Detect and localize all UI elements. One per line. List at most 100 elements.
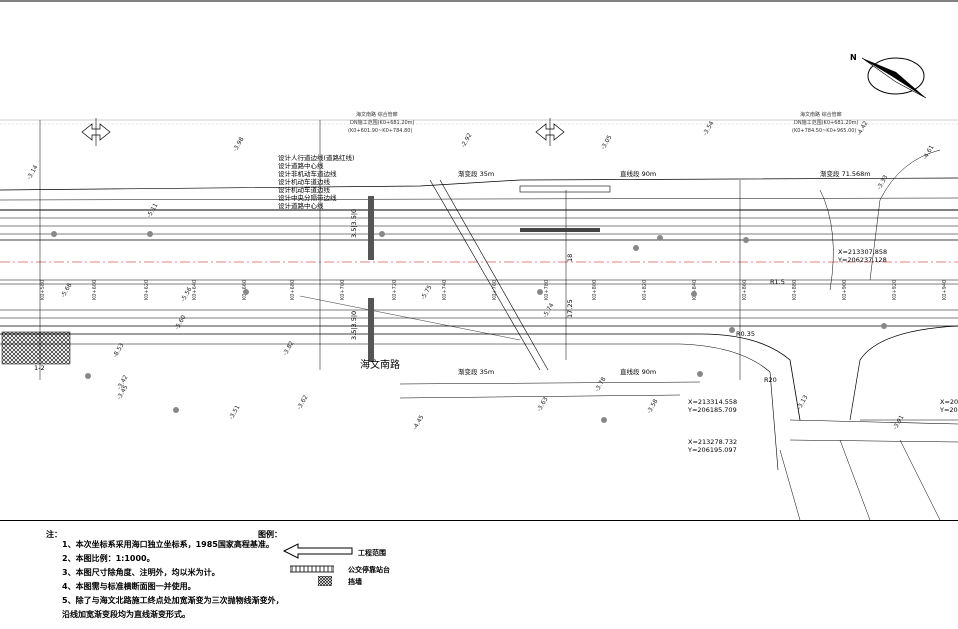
notes-title: 注： — [46, 530, 62, 539]
svg-text:R1.5: R1.5 — [770, 278, 785, 286]
elevation-label: -3.13 — [796, 394, 810, 411]
road-lines — [0, 149, 958, 520]
station-label: K0+920 — [892, 280, 898, 300]
tree-icon — [537, 289, 543, 295]
top-left-block: 海文南路 综合管廊 DN施工范围(K0+681.20m) (K0+601.90~… — [348, 111, 415, 134]
elevation-points: -3.14-3.42-5.11-5.60-3.98-2.92-3.05-3.54… — [26, 120, 936, 431]
tree-icon — [729, 327, 735, 333]
dimension-labels: 渐变段 35m 直线段 90m 渐变段 71.568m 渐变段 35m 直线段 … — [350, 169, 871, 384]
station-label: K0+840 — [692, 280, 698, 300]
svg-text:海文南路 综合管廊: 海文南路 综合管廊 — [800, 111, 842, 118]
elevation-label: -5.75 — [420, 284, 434, 301]
svg-text:X=213314.558: X=213314.558 — [688, 398, 737, 406]
tree-icon — [173, 407, 179, 413]
svg-text:Y=20: Y=20 — [939, 406, 958, 414]
elevation-label: -3.78 — [594, 376, 608, 393]
svg-text:直线段 90m: 直线段 90m — [620, 169, 656, 178]
elevation-label: -5.68 — [60, 282, 74, 299]
station-label: K0+820 — [642, 280, 648, 300]
section-mark: 1-2 — [34, 364, 45, 372]
elevation-label: -8.53 — [112, 342, 126, 359]
station-ticks — [39, 120, 741, 380]
elevation-label: -3.98 — [232, 136, 246, 153]
station-label: K0+620 — [144, 280, 150, 300]
tree-icon — [657, 235, 663, 241]
station-label: K0+580 — [40, 280, 46, 300]
elevation-label: -3.54 — [702, 120, 716, 137]
tree-icon — [881, 323, 887, 329]
station-label: K0+860 — [742, 280, 748, 300]
elevation-label: -4.61 — [922, 144, 936, 161]
north-label: N — [850, 53, 857, 62]
svg-text:(K0+784.50~K0+965.00): (K0+784.50~K0+965.00) — [792, 128, 856, 134]
legend-label-work-range: 工程范围 — [358, 549, 386, 557]
coordinate-labels: X=213307.858 Y=206237.128 X=213314.558 Y… — [687, 248, 958, 454]
note-1: 1、本次坐标系采用海口独立坐标系，1985国家高程基准。 — [62, 540, 274, 549]
svg-text:X=213307.858: X=213307.858 — [838, 248, 887, 256]
station-label: K0+680 — [290, 280, 296, 300]
work-range-arrow-right — [535, 118, 565, 146]
station-label: K0+760 — [492, 280, 498, 300]
elevation-label: -3.62 — [296, 394, 310, 411]
tree-icon — [147, 231, 153, 237]
elevation-label: -4.45 — [412, 414, 426, 431]
station-label: K0+720 — [392, 280, 398, 300]
svg-text:设计道路中心线: 设计道路中心线 — [278, 201, 324, 210]
legend-hatch-symbol — [318, 576, 332, 586]
svg-text:海文南路 综合管廊: 海文南路 综合管廊 — [356, 111, 398, 118]
top-right-block: 海文南路 综合管廊 DN施工范围(K0+681.20m) (K0+784.50~… — [792, 111, 859, 134]
road-name-label: 海文南路 — [360, 358, 400, 371]
elevation-label: -3.63 — [536, 396, 550, 413]
svg-text:DN施工范围(K0+681.20m): DN施工范围(K0+681.20m) — [794, 119, 859, 126]
svg-text:R0.35: R0.35 — [736, 330, 755, 338]
note-2: 2、本图比例：1:1000。 — [62, 554, 155, 563]
svg-text:设计中央分隔带边线: 设计中央分隔带边线 — [278, 193, 337, 202]
station-label: K0+800 — [592, 280, 598, 300]
elevation-label: -2.92 — [460, 132, 474, 149]
retaining-wall-hatch — [1, 331, 71, 365]
svg-text:(K0+601.90~K0+784.80): (K0+601.90~K0+784.80) — [348, 128, 412, 134]
station-label: K0+740 — [442, 280, 448, 300]
tree-icon — [379, 231, 385, 237]
tree-markers — [51, 231, 887, 423]
svg-text:3.5|3.5|0: 3.5|3.5|0 — [350, 311, 358, 340]
station-label: K0+640 — [192, 280, 198, 300]
work-range-arrow-left — [81, 118, 111, 146]
notes-panel: 注： 1、本次坐标系采用海口独立坐标系，1985国家高程基准。 2、本图比例：1… — [0, 520, 958, 629]
legend-label-bus-stop: 公交停靠站台 — [348, 566, 390, 574]
svg-text:X=20: X=20 — [940, 398, 958, 406]
note-5: 5、除了与海文北路施工终点处加宽渐变为三次抛物线渐变外， — [62, 596, 284, 605]
note-6: 沿线加宽渐变段均为直线渐变形式。 — [62, 610, 190, 619]
north-compass: N — [850, 53, 927, 99]
elevation-label: -5.60 — [174, 314, 188, 331]
elevation-label: -3.82 — [282, 340, 296, 357]
tree-icon — [697, 371, 703, 377]
legend-bus-symbol — [290, 565, 334, 573]
tree-icon — [633, 245, 639, 251]
svg-text:设计机动车道边线: 设计机动车道边线 — [278, 177, 331, 186]
station-label: K0+880 — [792, 280, 798, 300]
svg-text:直线段 90m: 直线段 90m — [620, 367, 656, 376]
svg-text:渐变段 35m: 渐变段 35m — [458, 169, 494, 178]
note-4: 4、本图需与标准横断面图一并使用。 — [62, 582, 196, 591]
design-line-legend: 设计人行道边线(道路红线) 设计道路中心线 设计非机动车道边线 设计机动车道边线… — [278, 153, 355, 210]
tree-icon — [51, 231, 57, 237]
svg-text:DN施工范围(K0+681.20m): DN施工范围(K0+681.20m) — [350, 119, 415, 126]
station-label: K0+940 — [942, 280, 948, 300]
station-label: K0+700 — [340, 280, 346, 300]
station-label: K0+780 — [544, 280, 550, 300]
svg-text:Y=206185.709: Y=206185.709 — [687, 406, 737, 414]
note-3: 3、本图尺寸除角度、注明外，均以米为计。 — [62, 568, 220, 577]
tree-icon — [601, 417, 607, 423]
svg-text:设计非机动车道边线: 设计非机动车道边线 — [278, 169, 337, 178]
tree-icon — [743, 237, 749, 243]
tree-icon — [85, 373, 91, 379]
station-label: K0+600 — [92, 280, 98, 300]
road-plan-drawing: K0+580K0+600K0+620K0+640K0+660K0+680K0+7… — [0, 0, 958, 520]
elevation-label: -3.58 — [646, 398, 660, 415]
svg-text:Y=206237.128: Y=206237.128 — [837, 256, 887, 264]
svg-text:Y=206195.097: Y=206195.097 — [687, 446, 737, 454]
legend-label-retaining-wall: 挡墙 — [348, 578, 362, 586]
elevation-label: -5.74 — [542, 302, 556, 319]
station-labels: K0+580K0+600K0+620K0+640K0+660K0+680K0+7… — [40, 280, 948, 300]
